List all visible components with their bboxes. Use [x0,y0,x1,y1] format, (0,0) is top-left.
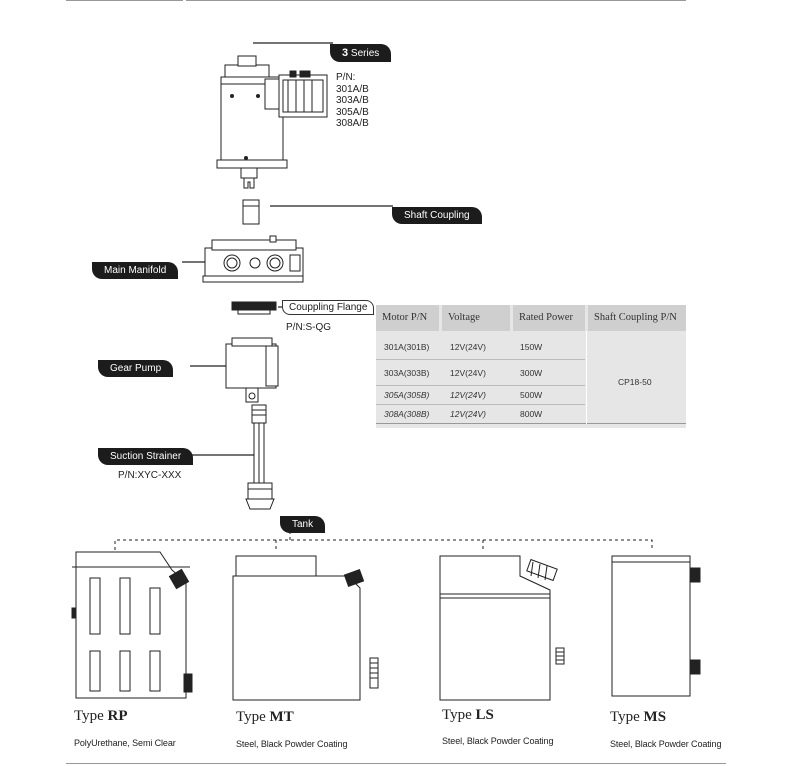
motor-pn-item: 301A/B [336,83,369,95]
coupling-flange-drawing [231,301,277,315]
motor-pn-item: 303A/B [336,95,369,106]
tank-type-material: PolyUrethane, Semi Clear [74,738,176,748]
suction-strainer-tag: Suction Strainer [98,448,194,465]
tank-type-code: MS [643,709,667,725]
tank-type-material: Steel, Black Powder Coating [610,739,722,749]
row-voltage: 12V(24V) [450,390,486,400]
tank-type-material: Steel, Black Powder Coating [236,739,348,749]
row-power: 300W [520,368,543,378]
shaft-coupling-tag: Shaft Coupling [392,207,482,224]
row-voltage: 12V(24V) [450,342,486,352]
top-rule [186,0,686,1]
coupling-flange-tag: Couppling Flange [282,300,375,315]
gear-pump-tag: Gear Pump [98,360,174,377]
motor-series-tag: 3 Series [330,44,392,62]
row-power: 500W [520,390,543,400]
shaft-coupling-drawing [242,199,260,225]
row-voltage: 12V(24V) [450,368,486,378]
motor-drawing [216,55,328,189]
suction-strainer-pn: P/N:XYC-XXX [118,470,182,481]
main-manifold-tag: Main Manifold [92,262,179,279]
tank-type-code: RP [107,708,128,724]
tank-type-code: MT [269,709,294,725]
motor-pn-heading: P/N: [336,72,356,83]
tank-type-title: Type MS [610,709,667,725]
tank-rp-drawing [71,551,193,699]
suction-strainer-drawing [245,404,275,510]
tank-type-title: Type RP [74,708,128,724]
header-motor-pn: Motor P/N [376,305,439,331]
row-motor-pn: 308A(308B) [384,409,430,419]
row-voltage: 12V(24V) [450,409,486,419]
tank-ls-drawing [439,555,565,701]
tank-type-title: Type MT [236,709,294,725]
coupling-flange-pn: P/N:S-QG [286,322,332,333]
tank-mt-drawing [232,555,379,701]
top-rule [66,0,183,1]
row-motor-pn: 305A(305B) [384,390,430,400]
spec-table: Motor P/N Voltage Rated Power Shaft Coup… [376,305,686,428]
header-rated-power: Rated Power [513,305,585,331]
main-manifold-drawing [202,235,304,283]
tank-type-code: LS [475,707,494,723]
motor-pn-block: P/N: 301A/B 303A/B 305A/B 308A/B [336,72,369,130]
row-motor-pn: 301A(301B) [384,342,430,352]
motor-pn-item: 308A/B [336,118,369,129]
tank-type-title: Type LS [442,707,494,723]
motor-pn-item: 305A/B [336,106,369,118]
tank-tag: Tank [280,516,326,533]
header-shaft-coupling-pn: Shaft Coupling P/N [588,305,686,331]
shaft-coupling-pn-value: CP18-50 [618,377,652,387]
row-power: 150W [520,342,543,352]
tank-ms-drawing [611,555,701,697]
gear-pump-drawing [225,337,279,403]
header-voltage: Voltage [442,305,510,331]
bottom-rule [66,763,726,764]
row-power: 800W [520,409,543,419]
tank-type-material: Steel, Black Powder Coating [442,736,554,746]
row-motor-pn: 303A(303B) [384,368,430,378]
series-suffix: Series [350,48,380,59]
series-number: 3 [342,47,349,59]
